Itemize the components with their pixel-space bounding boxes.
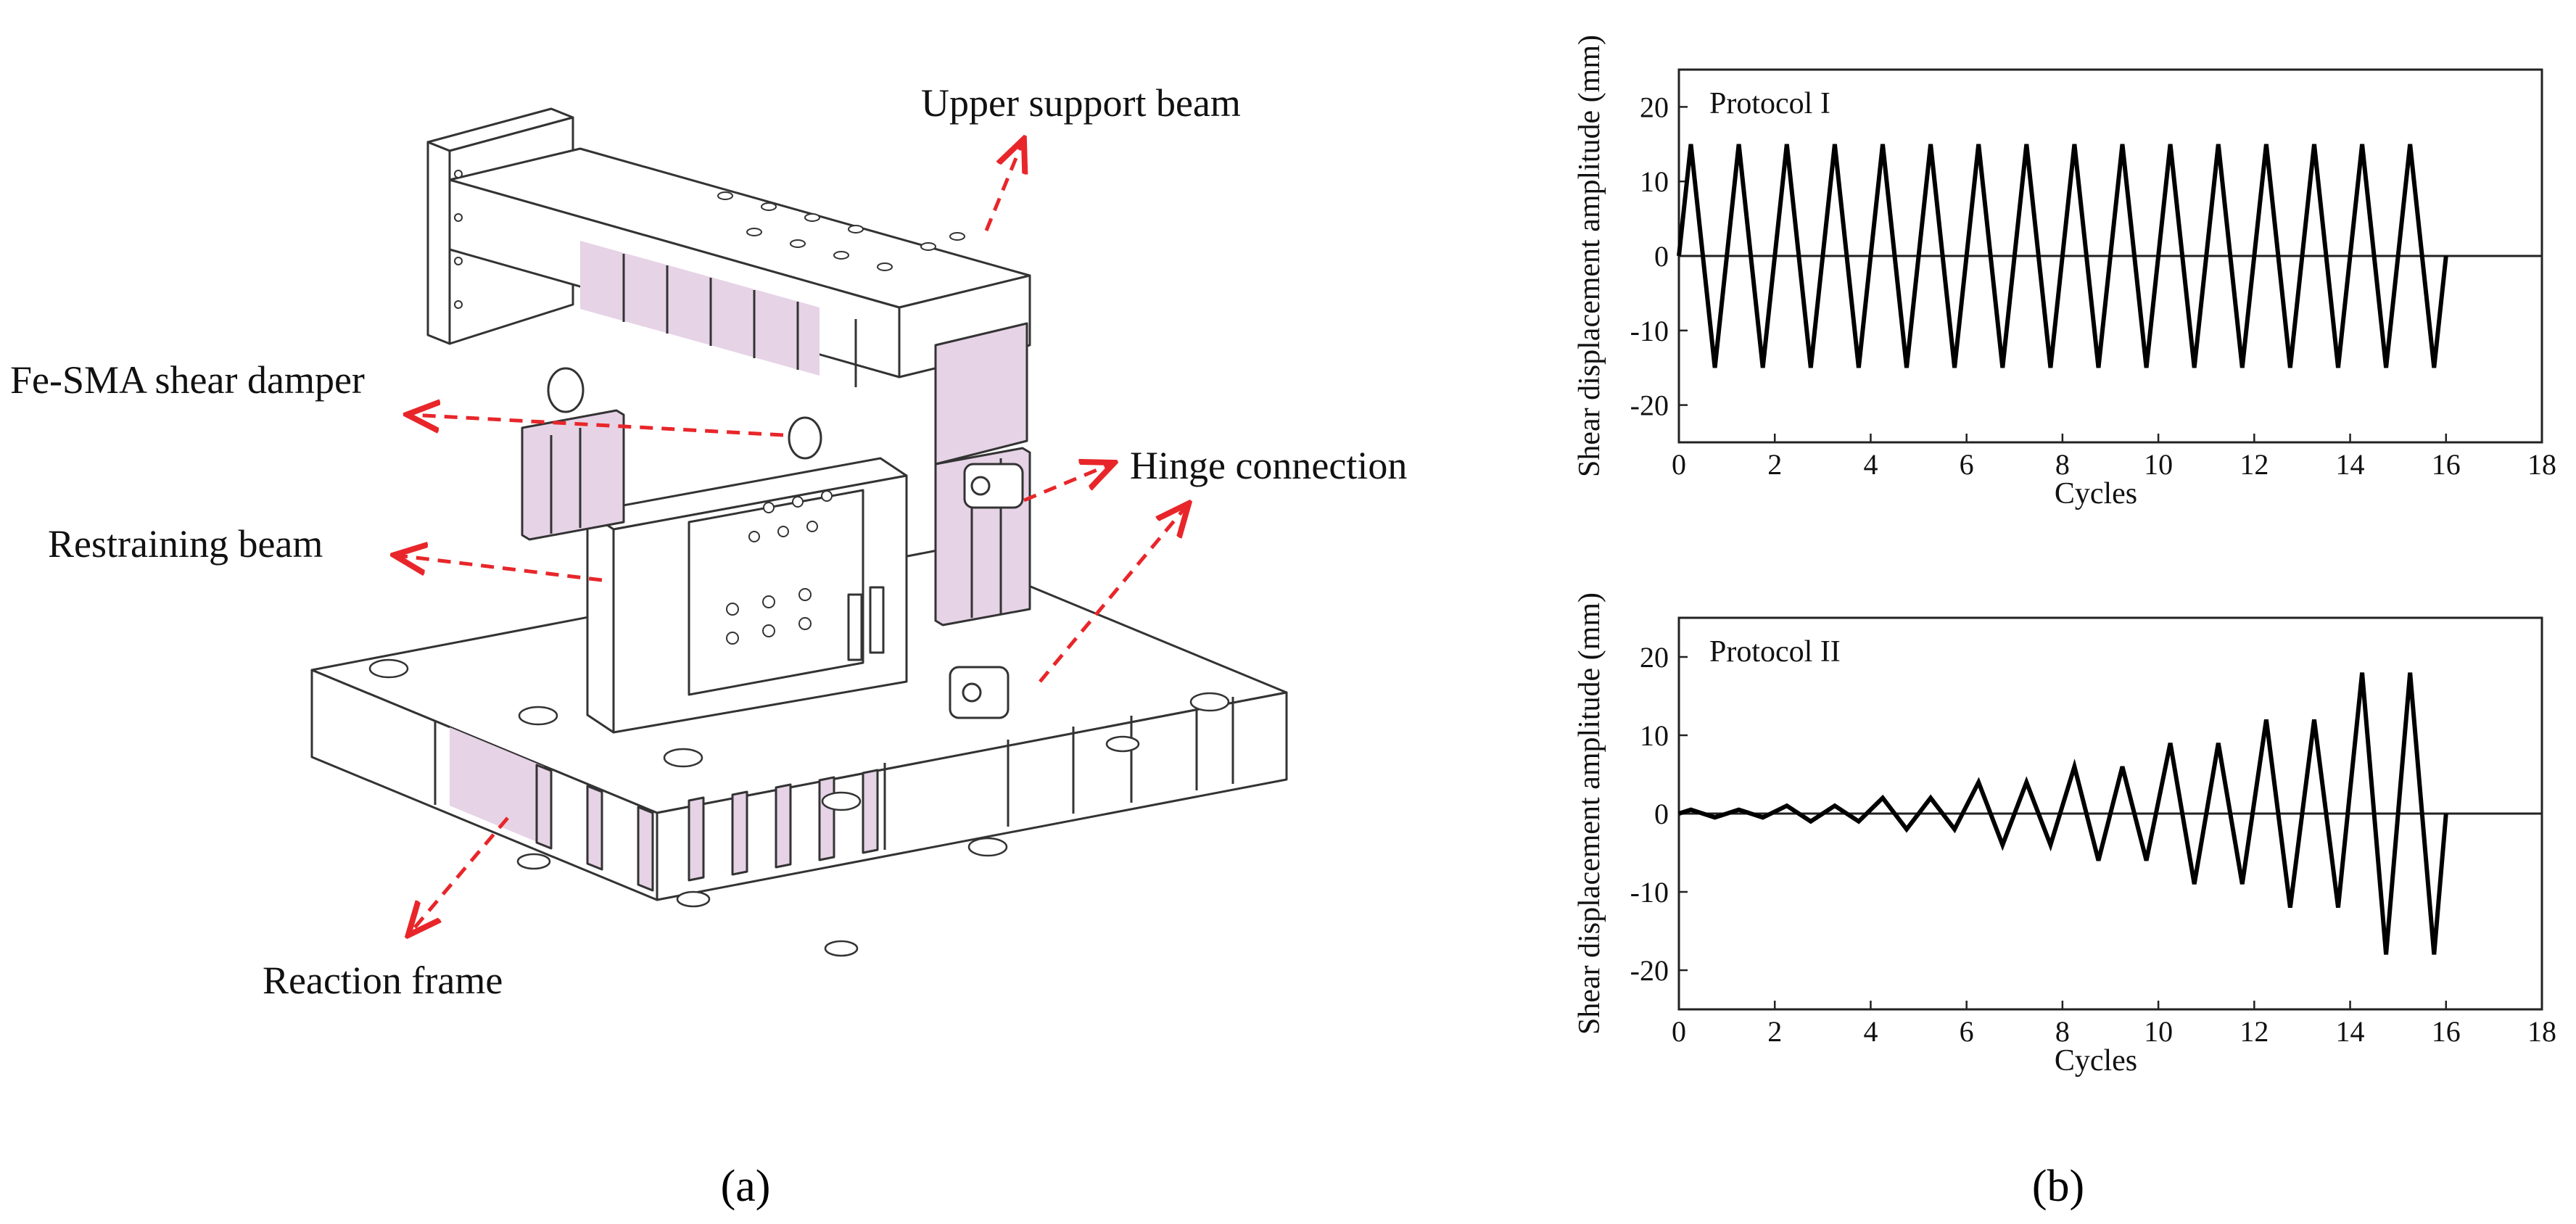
y-tick-label: 10 bbox=[1640, 719, 1669, 752]
label-upper-support-beam: Upper support beam bbox=[921, 81, 1241, 125]
x-tick-label: 8 bbox=[2055, 448, 2070, 481]
test-setup-diagram: Upper support beam Fe-SMA shear damper H… bbox=[10, 81, 1407, 1002]
arrow-hinge-connection-upper bbox=[1023, 464, 1111, 503]
arrow-upper-support-beam bbox=[984, 142, 1023, 231]
caption-a: (a) bbox=[721, 1162, 771, 1211]
series-line bbox=[1678, 672, 2448, 955]
y-tick-label: -20 bbox=[1630, 389, 1669, 422]
x-tick-label: 8 bbox=[2055, 1015, 2070, 1048]
y-tick-label: -20 bbox=[1630, 954, 1669, 987]
x-tick-label: 6 bbox=[1960, 1015, 1974, 1048]
x-tick-label: 6 bbox=[1960, 448, 1974, 481]
y-tick-label: 0 bbox=[1654, 240, 1669, 273]
protocol-2-chart: 0 2 4 6 8 10 12 14 16 18 -20 -10 0 10 20 Protocol II Cyc… bbox=[1573, 592, 2556, 1078]
label-reaction-frame: Reaction frame bbox=[263, 959, 503, 1002]
caption-b: (b) bbox=[2032, 1162, 2084, 1211]
x-tick-label: 4 bbox=[1863, 1015, 1878, 1048]
y-tick-label: 10 bbox=[1640, 165, 1669, 198]
x-tick-label: 18 bbox=[2527, 448, 2556, 481]
arrow-reaction-frame bbox=[410, 816, 509, 933]
restraining-beam-box bbox=[586, 457, 908, 734]
y-tick-label: 20 bbox=[1640, 91, 1669, 123]
x-tick-label: 14 bbox=[2336, 448, 2365, 481]
label-fe-sma-shear-damper: Fe-SMA shear damper bbox=[10, 358, 365, 402]
y-tick-label: 0 bbox=[1654, 798, 1669, 830]
x-tick-label: 14 bbox=[2336, 1015, 2365, 1048]
y-tick-label: -10 bbox=[1630, 315, 1669, 347]
arrow-hinge-connection-lower bbox=[1039, 506, 1186, 683]
x-tick-label: 4 bbox=[1863, 448, 1878, 481]
label-restraining-beam: Restraining beam bbox=[48, 522, 323, 566]
x-tick-label: 12 bbox=[2239, 1015, 2269, 1048]
arrow-fe-sma-shear-damper bbox=[410, 415, 784, 437]
x-tick-label: 16 bbox=[2432, 1015, 2461, 1048]
x-tick-label: 10 bbox=[2144, 448, 2173, 481]
x-tick-label: 18 bbox=[2527, 1015, 2556, 1048]
x-tick-label: 2 bbox=[1767, 1015, 1782, 1048]
arrow-restraining-beam bbox=[397, 555, 603, 582]
y-axis-label: Shear displacement amplitude (mm) bbox=[1573, 35, 1606, 477]
x-tick-label: 2 bbox=[1767, 448, 1782, 481]
x-tick-label: 10 bbox=[2144, 1015, 2173, 1048]
x-tick-label: 16 bbox=[2432, 448, 2461, 481]
protocol-annotation: Protocol I bbox=[1709, 87, 1830, 120]
x-axis-label: Cycles bbox=[2055, 1044, 2137, 1078]
label-hinge-connection: Hinge connection bbox=[1130, 444, 1407, 487]
protocol-1-chart: 0 2 4 6 8 10 12 14 16 18 -20 -10 0 10 20 Protocol I Cycl… bbox=[1573, 35, 2556, 510]
hinge-connection bbox=[547, 367, 1024, 719]
upper-support-beam bbox=[426, 107, 1031, 466]
series-line bbox=[1677, 144, 2448, 368]
y-axis-label: Shear displacement amplitude (mm) bbox=[1573, 592, 1606, 1035]
x-tick-label: 12 bbox=[2239, 448, 2269, 481]
y-tick-label: 20 bbox=[1640, 641, 1669, 674]
y-tick-label: -10 bbox=[1630, 876, 1669, 909]
leader-arrows bbox=[397, 142, 1186, 933]
x-tick-label: 0 bbox=[1672, 448, 1686, 481]
x-axis-label: Cycles bbox=[2055, 477, 2137, 510]
protocol-annotation: Protocol II bbox=[1709, 635, 1841, 669]
x-tick-label: 0 bbox=[1672, 1015, 1686, 1048]
